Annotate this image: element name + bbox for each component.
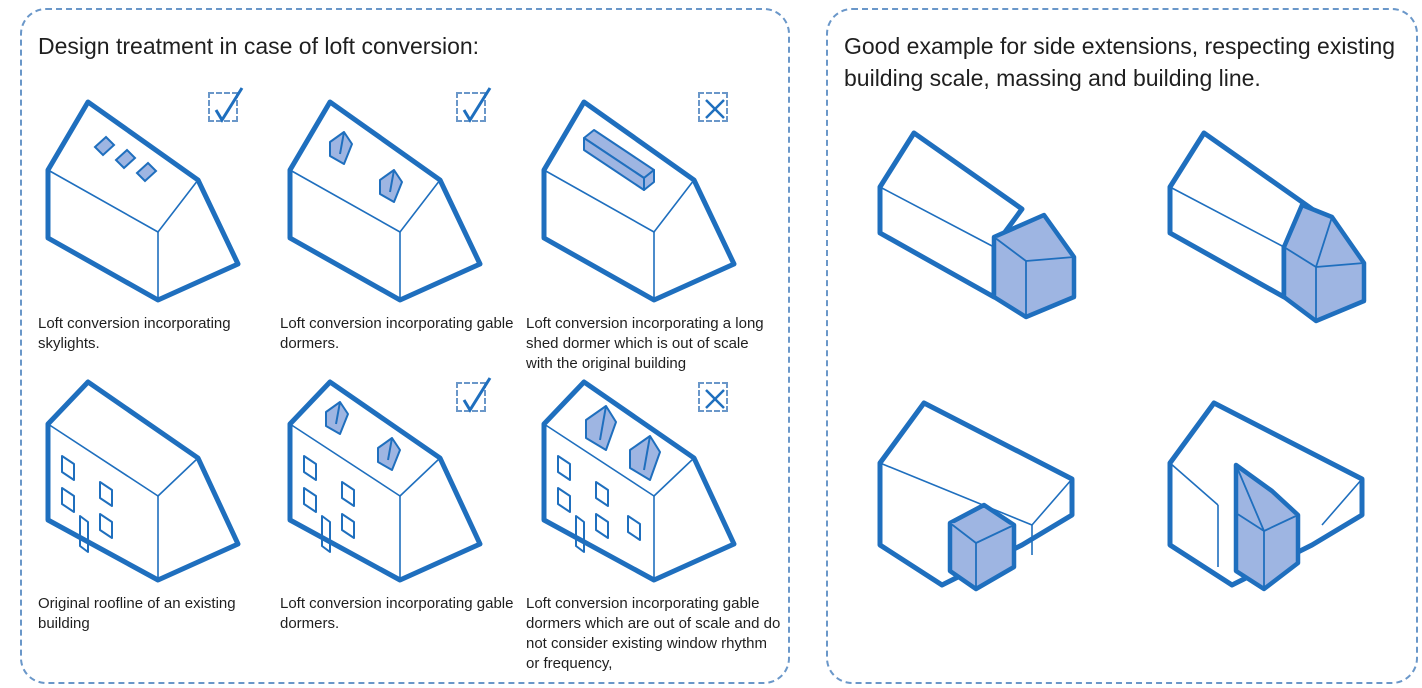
loft-conversion-title: Design treatment in case of loft convers… <box>38 33 480 59</box>
caption-gable-dormers-bottom: Loft conversion incorporating gable dorm… <box>280 595 514 632</box>
house-gable-dormers-bottom-illustration <box>287 379 483 583</box>
side-extension-example-4-illustration <box>1167 400 1365 592</box>
side-extension-example-2-illustration <box>1167 130 1367 324</box>
house-gable-dormers-out-of-scale-illustration <box>541 379 737 583</box>
side-extensions-title: Good example for side extensions, respec… <box>844 33 1396 91</box>
side-extension-example-1-illustration <box>877 130 1077 320</box>
side-extensions-panel <box>826 8 1418 684</box>
side-extension-example-3-illustration <box>877 400 1075 592</box>
check-mark-icon <box>208 87 244 123</box>
house-gable-dormers-top-illustration <box>287 99 483 303</box>
house-skylights-illustration <box>45 99 241 303</box>
loft-conversion-panel <box>20 8 790 684</box>
check-mark-icon <box>456 377 492 413</box>
caption-gable-dormers-out-of-scale: Loft conversion incorporating gable dorm… <box>526 595 781 672</box>
caption-skylights: Loft conversion incorporating skylights. <box>38 315 231 352</box>
caption-gable-dormers-top: Loft conversion incorporating gable dorm… <box>280 315 514 352</box>
cross-mark-icon <box>698 382 728 412</box>
caption-original-roofline: Original roofline of an existing buildin… <box>38 595 236 632</box>
house-original-roofline-illustration <box>45 379 241 583</box>
house-long-shed-dormer-illustration <box>541 99 737 303</box>
check-mark-icon <box>456 87 492 123</box>
caption-long-shed-dormer: Loft conversion incorporating a long she… <box>526 315 764 372</box>
cross-mark-icon <box>698 92 728 122</box>
